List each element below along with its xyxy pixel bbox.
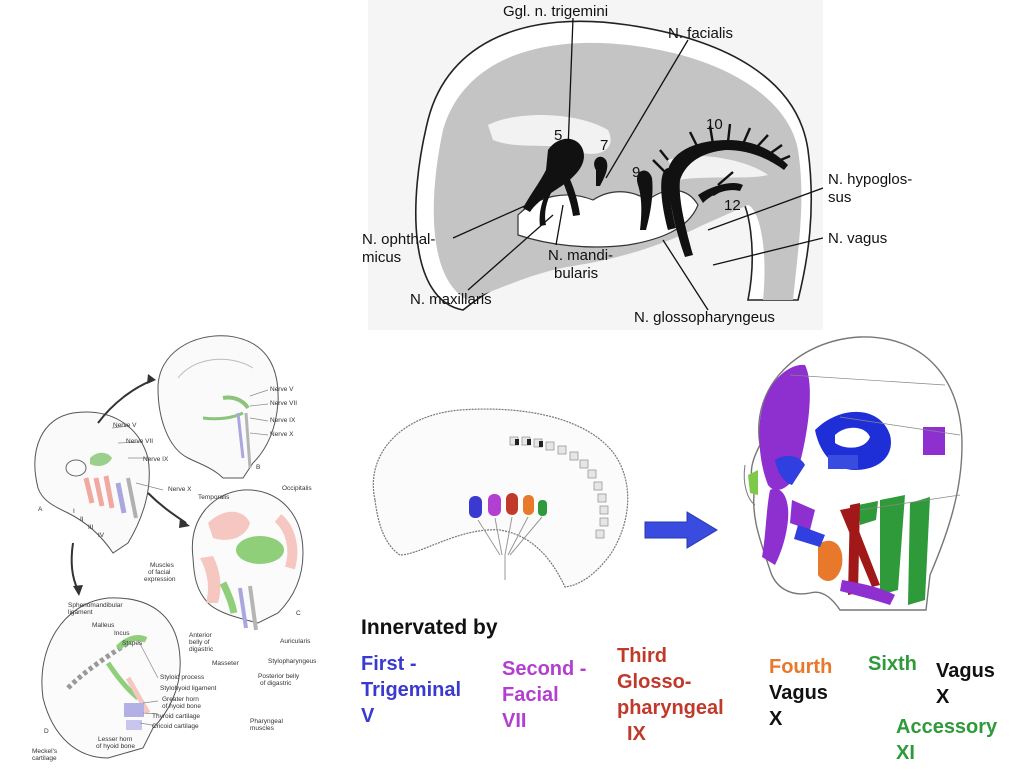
label-c-pharyngeal-line1: Pharyngeal [250,718,283,725]
label-d-sphenomandibular-line2: ligament [68,609,93,616]
legend-third-line4: IX [627,723,646,745]
legend-third-line1: Third [617,645,667,667]
embryo-arches-illustration [372,408,629,588]
label-c-muscles-line2: of facial [148,569,171,576]
label-a-nerve-vii: Nerve VII [126,438,154,445]
number-9: 9 [632,164,641,181]
head-muscles-illustration [743,336,963,611]
legend-vagus-line2: X [936,686,950,708]
pharyngeal-arch-derivatives-figure: Nerve V Nerve VII Nerve IX Nerve X A I I… [28,318,328,766]
label-b-nerve-vii: Nerve VII [270,400,298,407]
cranial-nerves-embryo-figure: Ggl. n. trigemini N. facialis N. ophthal… [362,0,824,330]
label-n-vagus: N. vagus [828,230,888,247]
label-n-ophthalmicus-line2: micus [362,249,402,266]
label-d-lesser-line2: of hyoid bone [96,743,136,750]
label-d-styloid: Styloid process [160,674,205,681]
label-a-nerve-x: Nerve X [168,486,192,493]
number-7: 7 [600,137,609,154]
arch-first-blob [469,496,482,518]
label-d-greater-line1: Greater horn [162,696,199,703]
label-c-temporalis: Temporalis [198,494,230,501]
label-c-pharyngeal-line2: muscles [250,725,274,732]
label-b-nerve-ix: Nerve IX [270,417,296,424]
label-d-sphenomandibular-line1: Sphenomandibular [68,602,123,609]
arch-second-blob [488,494,501,516]
embryo-arches-figure [360,395,645,610]
label-c-occipitalis: Occipitalis [282,485,312,492]
arch-derivatives-illustration [34,335,304,759]
label-ggl-trigemini: Ggl. n. trigemini [503,3,609,20]
label-d-letter: D [44,728,49,735]
label-c-masseter: Masseter [212,660,239,667]
label-c-anterior-line3: digastric [189,646,214,653]
label-c-anterior-line2: belly of [189,639,210,646]
number-5: 5 [554,127,563,144]
label-c-posterior-line1: Posterior belly [258,673,300,680]
label-n-mandibularis-line1: N. mandi- [548,247,614,264]
top-figure-right-labels: N. hypoglos- sus N. vagus [823,0,1024,330]
label-c-anterior-line1: Anterior [189,632,212,639]
label-d-lesser-line1: Lesser horn [98,736,133,743]
label-c-posterior-line2: of digastric [260,680,292,687]
label-b-letter: B [256,464,261,471]
label-a-nerve-ix: Nerve IX [143,456,169,463]
legend-sixth: Sixth [868,653,917,675]
embryo-nerve-illustration [414,17,824,311]
legend-first-line2: Trigeminal [361,679,462,701]
label-n-hypoglossus-line2: sus [828,189,852,206]
label-d-thyroid: Thyroid cartilage [152,713,201,720]
label-a-arch-i: I [73,508,75,515]
label-a-arch-iv: IV [98,532,105,539]
label-b-nerve-v: Nerve V [270,386,294,393]
label-a-arch-iii: III [88,524,94,531]
label-c-muscles-line1: Muscles [150,562,174,569]
legend-first-line1: First - [361,653,417,675]
label-d-malleus: Malleus [92,622,115,629]
legend-fourth-line3: X [769,708,783,730]
right-arrow-icon [644,511,718,549]
arch-third-blob [506,493,518,515]
label-a-letter: A [38,506,43,513]
number-10: 10 [706,116,723,133]
arch-sixth-blob [538,500,547,516]
legend-third-line2: Glosso- [617,671,692,693]
label-n-ophthalmicus-line1: N. ophthal- [362,231,436,248]
label-n-glossopharyngeus: N. glossopharyngeus [634,309,775,326]
legend-title: Innervated by [361,616,498,639]
label-c-letter: C [296,610,301,617]
legend-third-line3: pharyngeal [617,697,724,719]
arch-fourth-blob [523,495,534,515]
label-c-stylopharyngeus: Stylopharyngeus [268,658,317,665]
label-a-nerve-v: Nerve V [113,422,137,429]
label-n-hypoglossus-line1: N. hypoglos- [828,171,913,188]
label-c-muscles-line3: expression [144,576,176,583]
label-d-stapes: Stapes [122,640,143,647]
label-d-stylohyoid: Stylohyoid ligament [160,685,217,692]
legend-second-line2: Facial [502,684,559,706]
legend-second-line3: VII [502,710,527,732]
label-b-nerve-x: Nerve X [270,431,294,438]
label-d-cricoid: Cricoid cartilage [152,723,199,730]
label-n-mandibularis-line2: bularis [554,265,599,282]
legend-accessory-line2: XI [896,742,915,764]
label-d-greater-line2: of hyoid bone [162,703,202,710]
head-muscles-colored-figure [730,325,970,615]
label-a-arch-ii: II [80,516,84,523]
legend-vagus-line1: Vagus [936,660,995,682]
legend-fourth-line2: Vagus [769,682,828,704]
legend-fourth-line1: Fourth [769,656,833,678]
legend-second-line1: Second - [502,658,587,680]
label-n-facialis: N. facialis [668,25,734,42]
label-c-auricularis: Auricularis [280,638,311,645]
label-n-maxillaris: N. maxillaris [410,291,492,308]
label-d-meckel-line2: cartilage [32,755,57,762]
legend-first-line3: V [361,705,375,727]
legend-accessory-line1: Accessory [896,716,998,738]
number-12: 12 [724,197,741,214]
label-d-incus: Incus [114,630,130,637]
label-d-meckel-line1: Meckel's [32,748,58,755]
